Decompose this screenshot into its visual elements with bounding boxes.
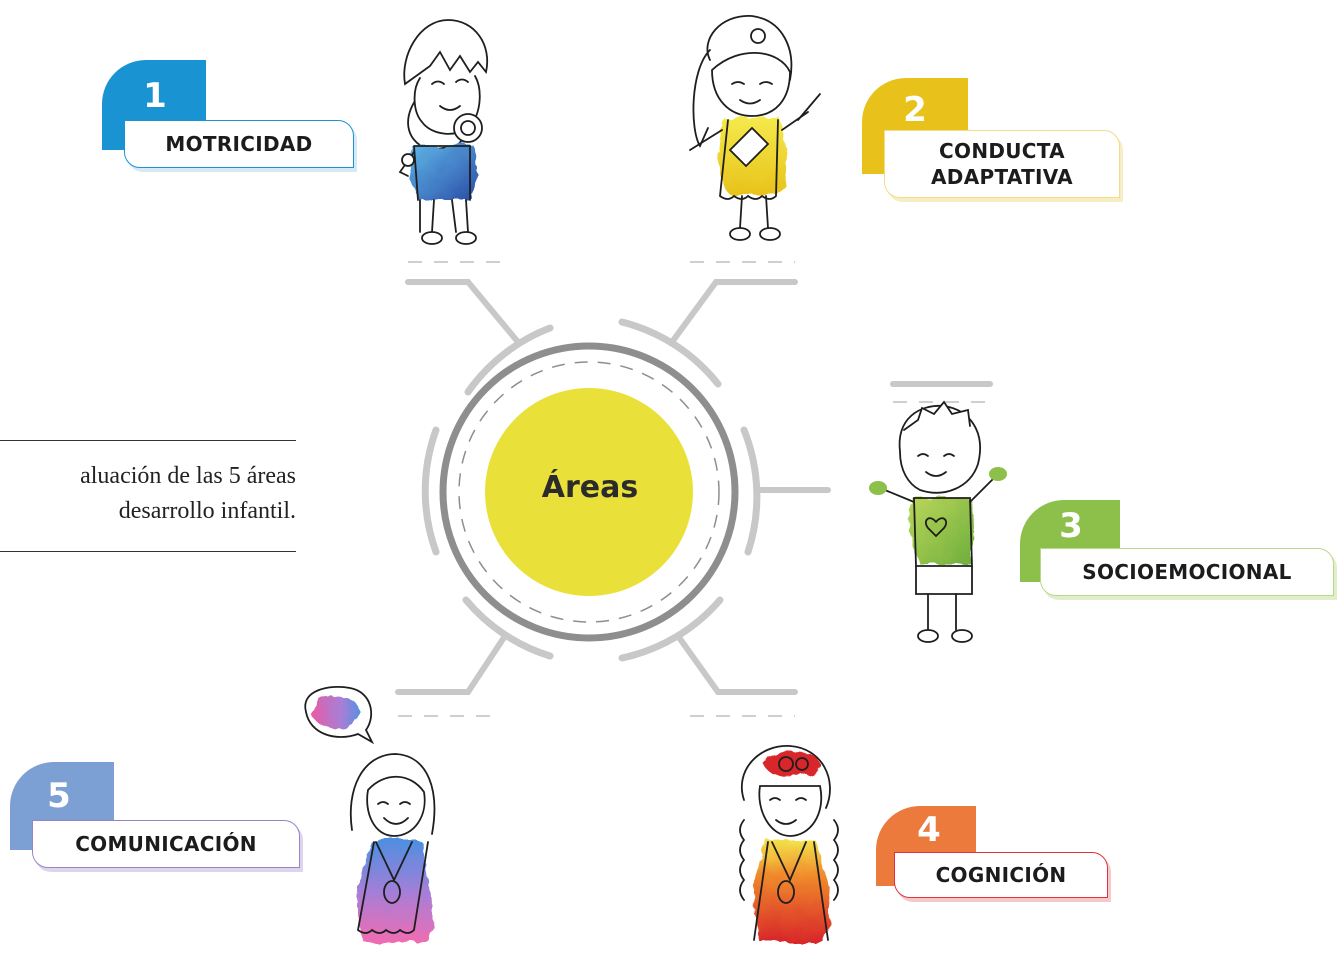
caption-box: aluación de las 5 áreas desarrollo infan… [0, 440, 296, 552]
figure-girl-speech [304, 685, 436, 942]
caption-line-1: aluación de las 5 áreas [80, 463, 296, 489]
badge-label-4: COGNICIÓN [894, 852, 1108, 898]
figure-girl-toothbrush [689, 15, 821, 241]
badge-number-1: 1 [143, 76, 167, 116]
caption-line-2: desarrollo infantil. [118, 497, 296, 524]
center-circle [485, 388, 693, 596]
spoke-2 [669, 279, 798, 345]
figure-girl-braids [739, 745, 839, 942]
badge-number-4: 4 [917, 810, 941, 850]
badge-label-2-line-1: CONDUCTA [939, 139, 1065, 163]
badge-area-5: 5 COMUNICACIÓN [10, 762, 306, 872]
spoke-1 [405, 279, 521, 345]
badge-area-3: 3 SOCIOEMOCIONAL [1020, 500, 1338, 600]
badge-label-2: CONDUCTA ADAPTATIVA [884, 130, 1120, 198]
outer-arcs [421, 318, 761, 662]
badge-area-1: 1 MOTRICIDAD [102, 60, 354, 172]
badge-number-5: 5 [47, 776, 71, 816]
spokes [395, 279, 831, 695]
figure-boy-cheering [869, 400, 1007, 643]
center-label: Áreas [541, 470, 639, 505]
badge-number-3: 3 [1059, 506, 1083, 546]
figure-boy-ball [398, 19, 489, 245]
spoke-dashes [398, 261, 990, 717]
spoke-5 [395, 633, 508, 695]
badge-number-2: 2 [903, 90, 927, 130]
badge-label-5: COMUNICACIÓN [32, 820, 300, 868]
badge-area-2: 2 CONDUCTA ADAPTATIVA [862, 78, 1124, 202]
badge-area-4: 4 COGNICIÓN [876, 806, 1112, 902]
spoke-4 [675, 633, 798, 695]
dashed-ring [458, 361, 720, 623]
badge-label-1: MOTRICIDAD [124, 120, 354, 168]
badge-label-3: SOCIOEMOCIONAL [1040, 548, 1334, 596]
badge-label-2-line-2: ADAPTATIVA [931, 165, 1073, 189]
